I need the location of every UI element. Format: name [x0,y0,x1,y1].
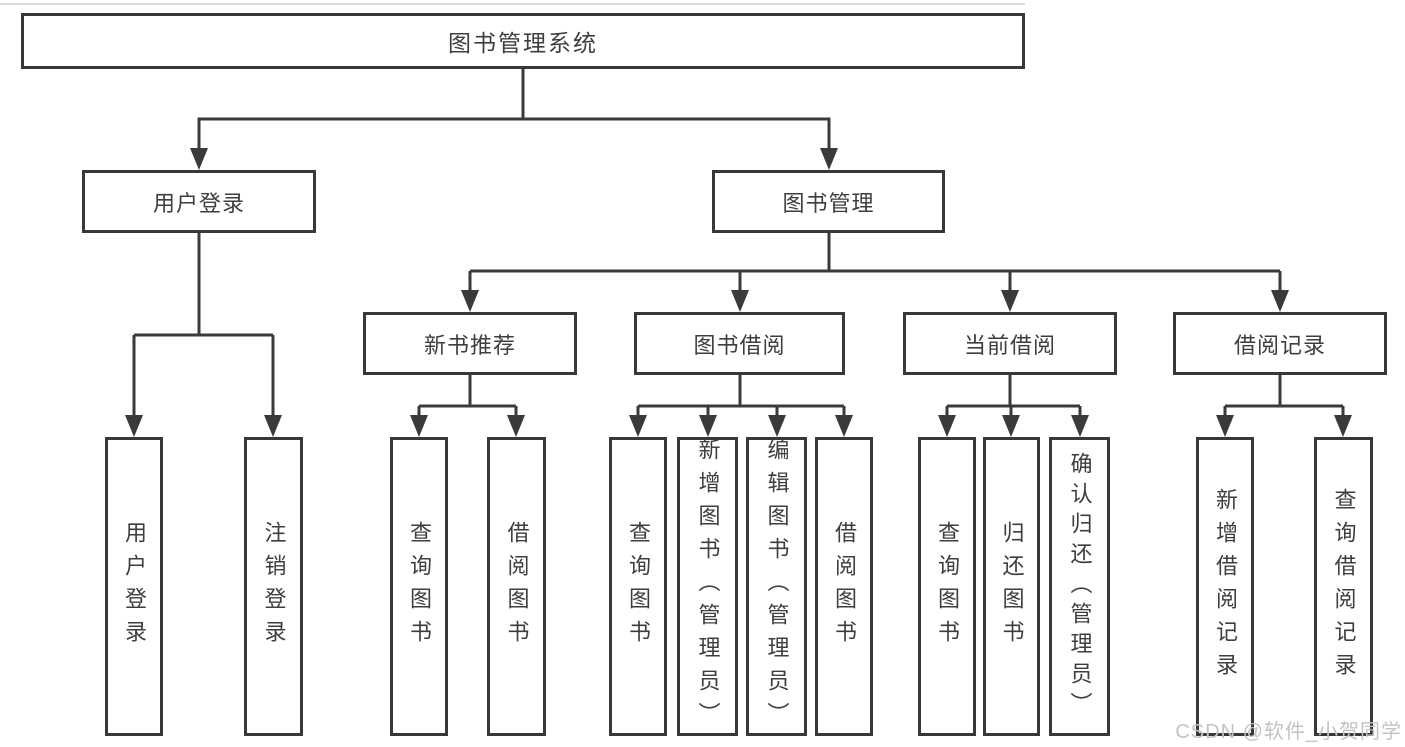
connector-root-to-level2 [197,69,831,152]
node-current-borrow-label: 当前借阅 [963,332,1056,358]
connector-current-borrow-children [945,375,1082,419]
arrowhead-icon [461,290,479,312]
leaf-borrow-books: 借阅图书 [815,437,873,736]
node-book-borrow: 图书借阅 [634,312,845,375]
arrowhead-icon [125,415,143,437]
node-user-login-label: 用户登录 [152,190,245,216]
arrowhead-icon [820,148,838,170]
arrowhead-icon [629,415,647,437]
node-root: 图书管理系统 [21,13,1025,69]
arrowhead-icon [1071,415,1089,437]
leaf-query-borrow-record: 查询借阅记录 [1314,437,1373,736]
node-borrow-records: 借阅记录 [1173,312,1387,375]
connector-borrow-records-children [1223,375,1345,419]
arrowhead-icon [938,415,956,437]
arrowhead-icon [768,415,786,437]
arrowhead-icon [699,415,717,437]
node-current-borrow: 当前借阅 [903,312,1117,375]
leaf-borrow-books-recommend: 借阅图书 [487,437,546,736]
node-book-management-label: 图书管理 [782,190,875,216]
connector-user-login-children [132,233,275,419]
arrowhead-icon [1216,415,1234,437]
leaf-label: 借阅图书 [832,520,857,653]
arrowhead-icon [1002,415,1020,437]
leaf-confirm-return-admin: 确认归还（管理员） [1049,437,1110,736]
node-borrow-records-label: 借阅记录 [1233,332,1326,358]
leaf-query-books-current: 查询图书 [918,437,976,736]
leaf-label: 查询图书 [407,520,432,653]
top-hairline [0,3,1025,5]
leaf-label: 借阅图书 [504,520,530,653]
arrowhead-icon [1271,290,1289,312]
connector-new-book-recommend-children [417,375,518,419]
arrowhead-icon [1001,290,1019,312]
node-new-book-recommend-label: 新书推荐 [423,332,516,358]
leaf-user-login: 用户登录 [105,437,163,736]
leaf-query-books-borrow: 查询图书 [609,437,667,736]
leaf-label: 查询图书 [935,520,960,653]
leaf-label: 归还图书 [999,520,1025,653]
leaf-label: 注销登录 [261,520,287,653]
arrowhead-icon [264,415,282,437]
arrowhead-icon [1334,415,1352,437]
leaf-logout: 注销登录 [244,437,303,736]
leaf-add-borrow-record: 新增借阅记录 [1196,437,1254,736]
leaf-query-books-recommend: 查询图书 [390,437,448,736]
arrowhead-icon [835,415,853,437]
csdn-watermark: CSDN @软件_小贺同学 [1175,721,1402,743]
arrowhead-icon [190,148,208,170]
node-new-book-recommend: 新书推荐 [363,312,577,375]
connector-book-management-children [468,233,1282,294]
leaf-label: 编辑图书（管理员） [764,438,790,735]
leaf-label: 新增图书（管理员） [695,438,721,735]
leaf-add-books-admin: 新增图书（管理员） [677,437,738,736]
node-book-borrow-label: 图书借阅 [693,332,786,358]
node-book-management: 图书管理 [712,170,945,233]
leaf-label: 用户登录 [122,520,147,653]
leaf-edit-books-admin: 编辑图书（管理员） [746,437,807,736]
node-user-login: 用户登录 [82,170,316,233]
leaf-label: 确认归还（管理员） [1067,451,1093,722]
arrowhead-icon [731,290,749,312]
leaf-return-books: 归还图书 [983,437,1040,736]
leaf-label: 新增借阅记录 [1213,487,1238,686]
leaf-label: 查询图书 [626,520,651,653]
arrowhead-icon [507,415,525,437]
leaf-label: 查询借阅记录 [1331,487,1357,686]
arrowhead-icon [410,415,428,437]
node-root-label: 图书管理系统 [448,30,598,56]
connector-book-borrow-children [636,375,846,419]
